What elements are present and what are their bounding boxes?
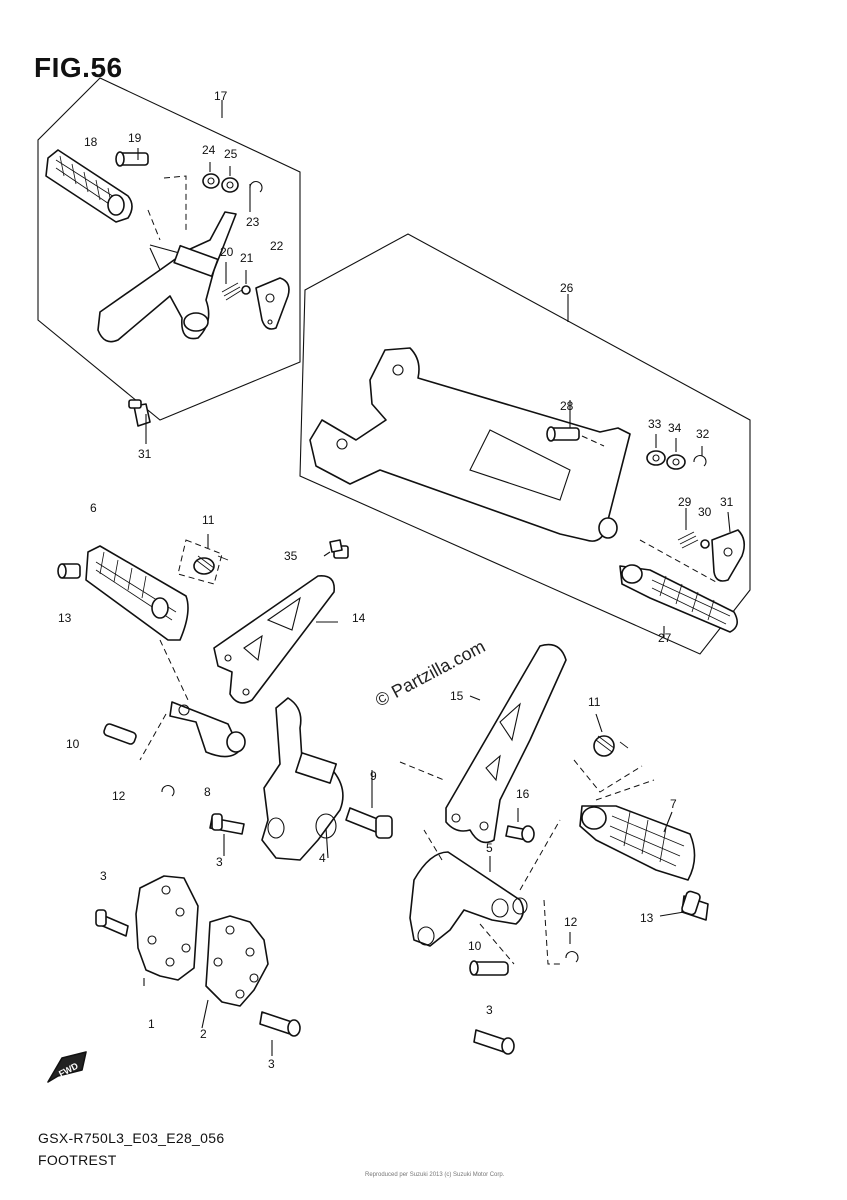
callout-18: 18 [84, 135, 98, 149]
fwd-arrow-icon: FWD [47, 1051, 87, 1083]
washer-34 [666, 454, 686, 470]
bolt-35 [329, 539, 349, 559]
callout-12b: 12 [564, 915, 578, 929]
callout-29: 29 [678, 495, 692, 509]
callout-35: 35 [284, 549, 298, 563]
callout-1: 1 [148, 1017, 155, 1031]
bolt-13-right [681, 890, 709, 921]
bolt-13-left [57, 563, 81, 579]
pin-28 [546, 426, 605, 447]
washer-33 [646, 450, 666, 466]
pin-10-left [103, 723, 137, 745]
callout-32: 32 [696, 427, 710, 441]
clip-12-left [161, 785, 175, 797]
callout-13b: 13 [640, 911, 654, 925]
callout-26: 26 [560, 281, 574, 295]
footrest-18 [45, 149, 133, 223]
footrest-7 [519, 779, 696, 891]
leader-lines [137, 148, 731, 1056]
spring-20 [221, 282, 243, 301]
plate-1 [135, 875, 199, 981]
bolt-31-left [128, 399, 151, 427]
callout-33: 33 [648, 417, 662, 431]
callout-6: 6 [90, 501, 97, 515]
callout-14: 14 [352, 611, 366, 625]
callout-15: 15 [450, 689, 464, 703]
callout-11a: 11 [202, 513, 215, 527]
bolt-3-a [95, 909, 129, 937]
pin-10-right [469, 899, 560, 976]
plate-22 [255, 277, 290, 330]
clip-32 [693, 455, 707, 467]
assembly-box-17 [37, 77, 301, 421]
washer-24 [202, 173, 220, 189]
bracket-17 [97, 175, 237, 343]
spring-11-right [573, 735, 643, 793]
bracket-4 [261, 697, 344, 861]
callout-28: 28 [560, 399, 574, 413]
bracket-5 [399, 761, 528, 965]
clip-23 [249, 181, 263, 193]
callout-21: 21 [240, 251, 254, 265]
callout-4: 4 [319, 851, 326, 865]
callout-3d: 3 [486, 1003, 493, 1017]
figure-title: FIG.56 [34, 52, 123, 83]
callout-31a: 31 [138, 447, 152, 461]
bolt-8 [209, 813, 245, 835]
callout-3b: 3 [216, 855, 223, 869]
callout-3a: 3 [100, 869, 107, 883]
washer-25 [221, 177, 239, 193]
callout-23: 23 [246, 215, 260, 229]
spring-29 [677, 531, 699, 549]
clip-12-right [565, 951, 579, 963]
footer-fine-print: Reproduced per Suzuki 2013 (c) Suzuki Mo… [365, 1172, 505, 1178]
callout-7: 7 [670, 797, 677, 811]
callout-13a: 13 [58, 611, 72, 625]
assembly-box-26 [299, 233, 751, 655]
callout-10a: 10 [66, 737, 80, 751]
plate-31-right [711, 529, 746, 582]
callout-22: 22 [270, 239, 284, 253]
bolt-9 [345, 807, 393, 839]
pivot-10-left [139, 639, 246, 761]
pin-19 [115, 151, 149, 167]
bracket-26 [309, 347, 631, 542]
callout-17: 17 [214, 89, 228, 103]
callout-5: 5 [486, 841, 493, 855]
bolt-16 [505, 825, 535, 843]
bolt-3-b [259, 1011, 301, 1037]
callout-30: 30 [698, 505, 712, 519]
callout-20: 20 [220, 245, 234, 259]
heel-guard-14 [213, 575, 335, 704]
callout-9: 9 [370, 769, 377, 783]
callout-24: 24 [202, 143, 216, 157]
callout-11b: 11 [588, 695, 601, 709]
ball-21 [241, 285, 251, 295]
spring-11-left [177, 539, 229, 585]
callout-27: 27 [658, 631, 672, 645]
callout-labels: 1 2 3 3 3 3 4 5 6 7 8 9 10 10 11 11 12 1… [58, 89, 734, 1071]
callout-10b: 10 [468, 939, 482, 953]
callout-25: 25 [224, 147, 238, 161]
callout-19: 19 [128, 131, 142, 145]
heel-guard-15 [445, 643, 567, 844]
plate-2 [205, 915, 269, 1007]
model-code: GSX-R750L3_E03_E28_056 [38, 1130, 225, 1146]
footrest-27 [619, 539, 738, 633]
callout-16: 16 [516, 787, 530, 801]
bolt-3-c [473, 1029, 515, 1055]
callout-2: 2 [200, 1027, 207, 1041]
callout-3c: 3 [268, 1057, 275, 1071]
footrest-6 [85, 545, 189, 641]
callout-8: 8 [204, 785, 211, 799]
callout-12a: 12 [112, 789, 126, 803]
callout-31b: 31 [720, 495, 734, 509]
ball-30 [700, 539, 710, 549]
callout-34: 34 [668, 421, 682, 435]
figure-name: FOOTREST [38, 1152, 117, 1168]
